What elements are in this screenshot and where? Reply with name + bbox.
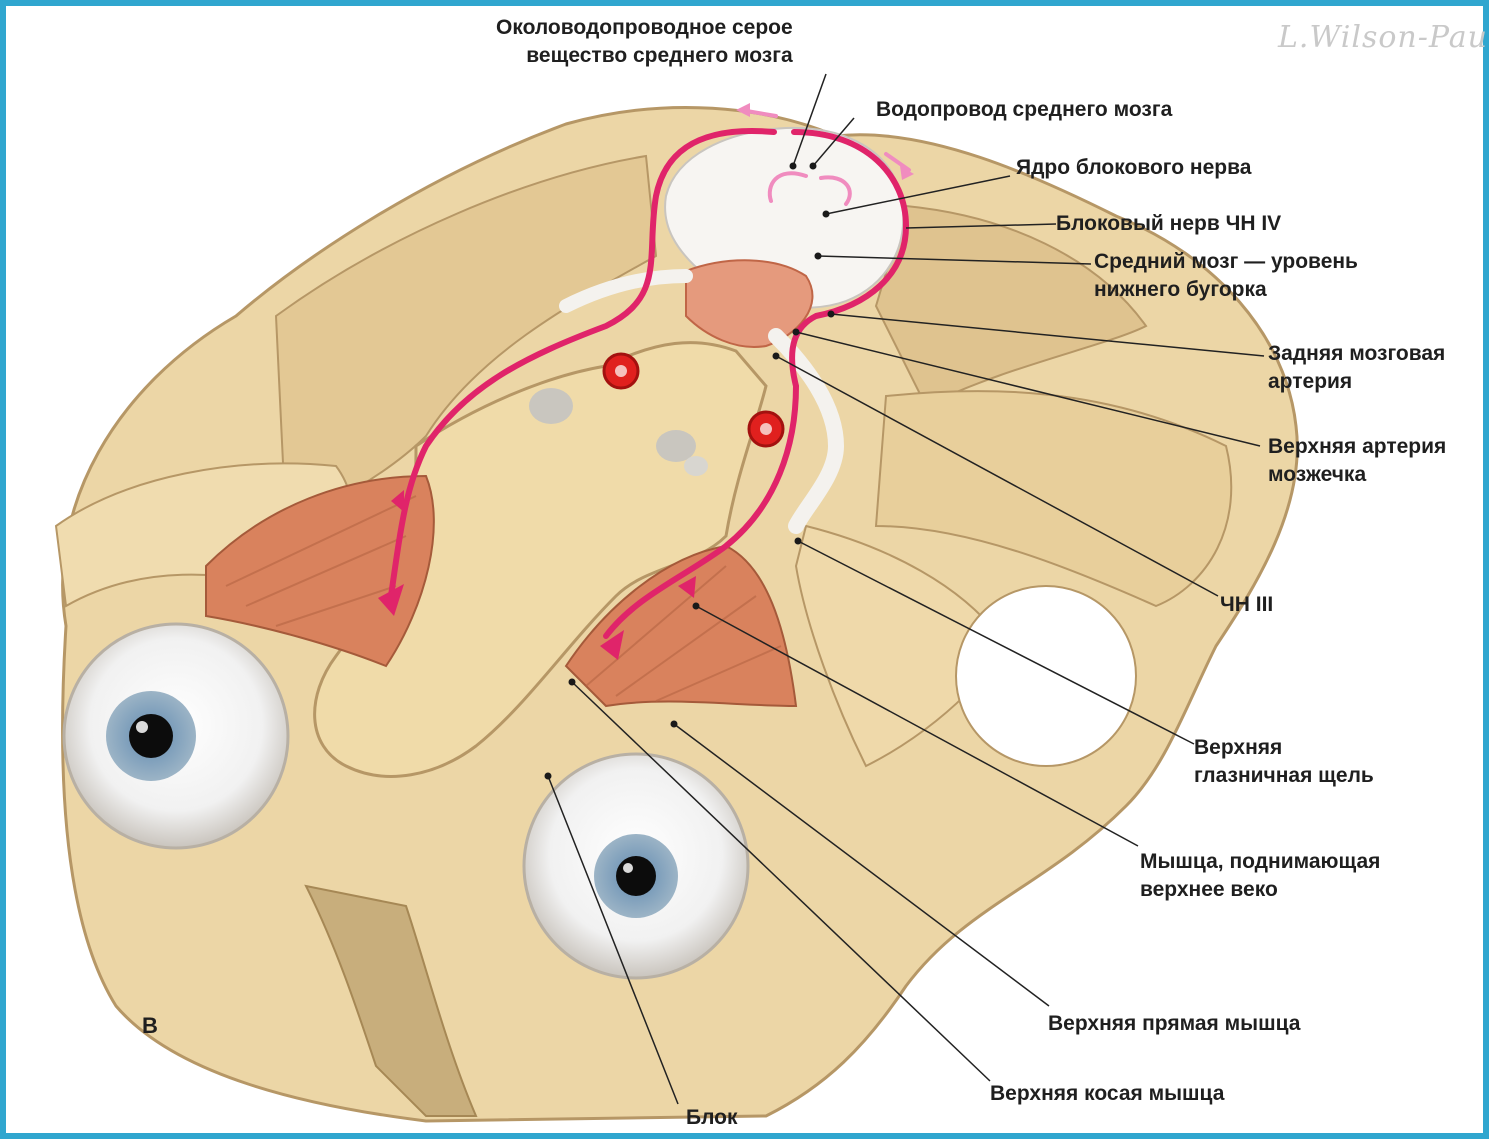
label-cn3: ЧН III <box>1220 591 1273 619</box>
label-trochlea: Блок <box>686 1104 738 1132</box>
label-aqueduct: Водопровод среднего мозга <box>876 96 1172 124</box>
label-trochlear-nucleus: Ядро блокового нерва <box>1016 154 1251 182</box>
right-foramen <box>956 586 1136 766</box>
sella-left <box>529 388 573 424</box>
label-superior-cerebellar-artery: Верхняя артерия мозжечка <box>1268 433 1446 489</box>
left-pupil <box>129 714 173 758</box>
label-superior-oblique: Верхняя косая мышца <box>990 1080 1224 1108</box>
panel-letter: B <box>142 1012 158 1040</box>
artist-signature: L.Wilson-Pauw <box>1278 20 1489 55</box>
sella-right <box>684 456 708 476</box>
label-superior-rectus: Верхняя прямая мышца <box>1048 1010 1300 1038</box>
label-trochlear-nerve: Блоковый нерв ЧН IV <box>1056 210 1281 238</box>
label-posterior-cerebral-artery: Задняя мозговая артерия <box>1268 340 1445 396</box>
right-pupil <box>616 856 656 896</box>
label-midbrain: Средний мозг — уровень нижнего бугорка <box>1094 248 1358 304</box>
anatomy-illustration <box>6 6 1483 1133</box>
label-superior-orbital-fissure: Верхняя глазничная щель <box>1194 734 1374 790</box>
sella-center <box>656 430 696 462</box>
label-periaqueductal-gray: Околоводопроводное серое вещество средне… <box>496 14 793 70</box>
label-levator: Мышца, поднимающая верхнее веко <box>1140 848 1380 904</box>
